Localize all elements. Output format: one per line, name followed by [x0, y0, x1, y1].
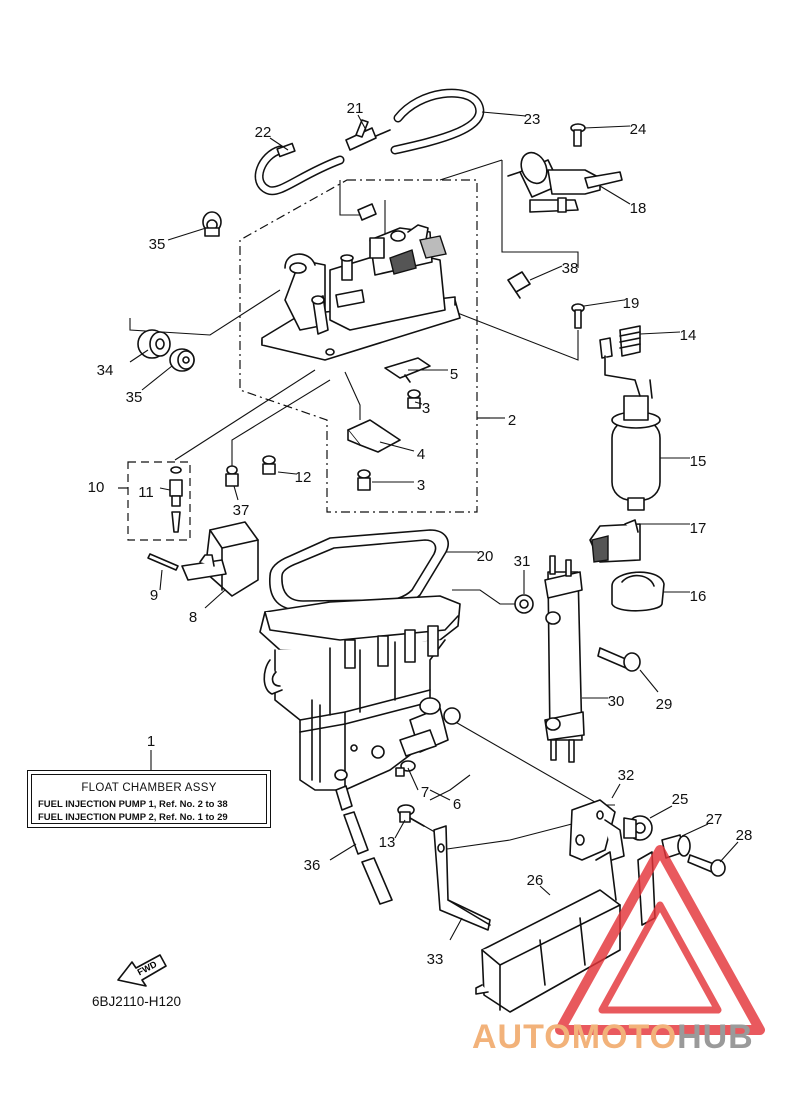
- callout-10: 10: [88, 479, 105, 496]
- callout-18: 18: [630, 200, 647, 217]
- hose-23: [390, 88, 485, 155]
- screw-38: [507, 271, 531, 299]
- callout-23: 23: [524, 111, 541, 128]
- gasket-20: [269, 529, 449, 611]
- callout-22: 22: [255, 124, 272, 141]
- grommet-31: [514, 594, 534, 614]
- watermark-logo: AUTOMOTOHUB: [472, 1018, 754, 1057]
- grommet-35-upper: [202, 211, 222, 237]
- callout-5: 5: [450, 366, 458, 383]
- callout-24: 24: [630, 121, 647, 138]
- bolt-24: [570, 123, 586, 147]
- callout-2: 2: [508, 412, 516, 429]
- callout-8: 8: [189, 609, 197, 626]
- pipe-36: [335, 785, 393, 905]
- plate-5: [384, 357, 431, 383]
- watermark-triangle-icon: [555, 845, 765, 1035]
- callout-1: 1: [147, 733, 155, 750]
- fuel-pump-15: [599, 337, 661, 511]
- callout-32: 32: [618, 767, 635, 784]
- callout-6: 6: [453, 796, 461, 813]
- float-chamber-body: [259, 595, 461, 791]
- legend-row-pump-2: FUEL INJECTION PUMP 2, Ref. No. 1 to 29: [38, 812, 228, 823]
- filter-14: [619, 325, 641, 357]
- callout-20: 20: [477, 548, 494, 565]
- legend-row-pump-1: FUEL INJECTION PUMP 1, Ref. No. 2 to 38: [38, 799, 228, 810]
- callout-14: 14: [680, 327, 697, 344]
- callout-37: 37: [233, 502, 250, 519]
- callout-33: 33: [427, 951, 444, 968]
- callout-19: 19: [623, 295, 640, 312]
- watermark-part-b: HUB: [677, 1018, 754, 1056]
- callout-17: 17: [690, 520, 707, 537]
- legend-inner-frame: FLOAT CHAMBER ASSY FUEL INJECTION PUMP 1…: [31, 774, 267, 824]
- float-8: [181, 521, 259, 597]
- callout-3: 3: [417, 477, 425, 494]
- callout-4: 4: [417, 446, 425, 463]
- holder-16: [611, 571, 665, 612]
- hose-22: [254, 142, 345, 196]
- screw-12: [262, 455, 276, 475]
- bracket-17: [589, 519, 641, 563]
- callout-27: 27: [706, 811, 723, 828]
- callout-12: 12: [295, 469, 312, 486]
- rubber-34: [137, 329, 171, 359]
- callout-11: 11: [138, 484, 154, 501]
- callout-35: 35: [149, 236, 166, 253]
- fitting-6: [399, 697, 461, 757]
- rubber-25: [623, 815, 653, 841]
- callout-31: 31: [514, 553, 531, 570]
- plate-4: [347, 419, 401, 453]
- callout-38: 38: [562, 260, 579, 277]
- screw-7: [395, 760, 416, 777]
- callout-29: 29: [656, 696, 673, 713]
- collar-27: [661, 834, 691, 859]
- assembly-boundary-lines: [118, 179, 490, 541]
- callout-21: 21: [347, 100, 364, 117]
- callout-36: 36: [304, 857, 321, 874]
- fwd-arrow-icon: FWD: [117, 954, 167, 987]
- grommet-35-lower: [169, 348, 195, 372]
- cover-assembly: [261, 203, 461, 361]
- pressure-regulator-18: [507, 151, 623, 213]
- screw-3-upper: [407, 389, 421, 409]
- callout-28: 28: [736, 827, 753, 844]
- callout-13: 13: [379, 834, 396, 851]
- callout-9: 9: [150, 587, 158, 604]
- callout-3: 3: [422, 400, 430, 417]
- bolt-19: [571, 303, 585, 329]
- callout-35: 35: [126, 389, 143, 406]
- screw-3-lower: [357, 469, 371, 491]
- legend-title: FLOAT CHAMBER ASSY: [81, 782, 217, 794]
- needle-valve-11: [169, 466, 183, 533]
- callout-leaders: [129, 111, 739, 941]
- bracket-33: [433, 825, 491, 931]
- screw-37: [225, 465, 239, 487]
- filter-30: [544, 555, 585, 763]
- bolt-28: [687, 854, 726, 877]
- callout-25: 25: [672, 791, 689, 808]
- canister-26: [475, 851, 656, 1013]
- bolt-13: [397, 804, 425, 827]
- callout-34: 34: [97, 362, 114, 379]
- pin-9: [147, 553, 179, 571]
- legend-box: FLOAT CHAMBER ASSY FUEL INJECTION PUMP 1…: [27, 770, 271, 828]
- callout-16: 16: [690, 588, 707, 605]
- diagram-code: 6BJ2110-H120: [92, 994, 182, 1009]
- callout-15: 15: [690, 453, 707, 470]
- callout-26: 26: [527, 872, 544, 889]
- joint-21: [345, 119, 391, 151]
- bolt-29: [597, 647, 641, 672]
- callout-7: 7: [421, 784, 429, 801]
- watermark-part-a: AUTOMOTO: [472, 1018, 678, 1056]
- callout-30: 30: [608, 693, 625, 710]
- bracket-32: [569, 799, 625, 861]
